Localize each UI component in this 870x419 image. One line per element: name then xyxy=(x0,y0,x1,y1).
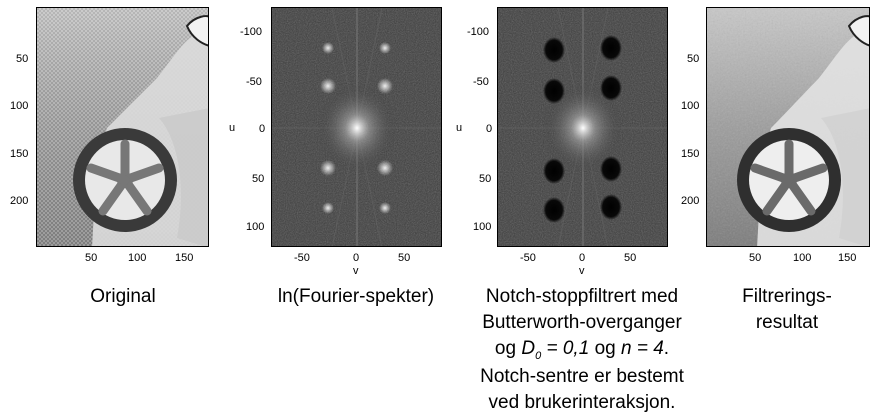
x-tick-label: 100 xyxy=(793,252,812,264)
y-tick-label: 0 xyxy=(259,123,266,135)
caption-filter-result-line-1: Filtrerings- xyxy=(742,286,832,307)
caption-d0-value: = 0,1 xyxy=(546,338,590,359)
original-image xyxy=(36,7,209,247)
car-photo-filtered xyxy=(707,8,869,246)
caption-filter-result-line-2: resultat xyxy=(755,312,819,333)
y-tick-label: 200 xyxy=(10,195,29,207)
caption-notch-line-1: Notch-stoppfiltrert med xyxy=(485,286,679,307)
x-tick-label: -50 xyxy=(294,252,310,264)
x-tick-label: 150 xyxy=(838,252,857,264)
fourier-spectrum-image xyxy=(271,7,442,247)
y-tick-label: 50 xyxy=(687,53,700,65)
caption-notch-line-2: Butterworth-overganger xyxy=(482,312,682,333)
y-tick-label: 150 xyxy=(681,148,700,160)
x-tick-label: 50 xyxy=(85,252,98,264)
y-tick-label: 100 xyxy=(473,221,492,233)
y-tick-label: 50 xyxy=(252,173,265,185)
caption-original: Original xyxy=(90,286,156,307)
y-tick-label: 50 xyxy=(16,53,29,65)
caption-n-value: n = 4 xyxy=(620,338,664,359)
caption-word-og: og xyxy=(594,338,616,359)
caption-symbol-d: D xyxy=(521,338,536,359)
x-tick-label: 50 xyxy=(398,252,411,264)
notch-spectrum-plot xyxy=(498,8,667,246)
x-tick-label: 100 xyxy=(128,252,147,264)
y-tick-label: -50 xyxy=(473,76,489,88)
x-tick-label: 0 xyxy=(579,252,586,264)
y-tick-label: 100 xyxy=(246,221,265,233)
x-tick-label: -50 xyxy=(520,252,536,264)
caption-notch-line-4: Notch-sentre er bestemt xyxy=(480,366,684,387)
y-axis-label: u xyxy=(229,122,236,134)
caption-notch-line-5: ved brukerinteraksjon. xyxy=(488,392,676,413)
caption-period: . xyxy=(663,338,670,359)
x-tick-label: 150 xyxy=(175,252,194,264)
y-tick-label: 50 xyxy=(479,173,492,185)
y-tick-label: -100 xyxy=(240,26,263,38)
filtered-image xyxy=(706,7,870,247)
y-tick-label: 150 xyxy=(10,148,29,160)
caption-fourier: ln(Fourier-spekter) xyxy=(277,286,435,307)
x-tick-label: 50 xyxy=(624,252,637,264)
y-tick-label: 100 xyxy=(10,100,29,112)
car-photo-checkered xyxy=(37,8,208,246)
y-tick-label: 0 xyxy=(486,123,493,135)
y-tick-label: 100 xyxy=(681,100,700,112)
y-tick-label: 200 xyxy=(681,195,700,207)
x-tick-label: 0 xyxy=(353,252,360,264)
caption-notch-line-3: og D0 = 0,1 og n = 4. xyxy=(462,338,702,367)
caption-subscript: 0 xyxy=(535,349,542,362)
notch-filtered-image xyxy=(497,7,668,247)
spectrum-plot xyxy=(272,8,441,246)
x-axis-label: v xyxy=(579,265,585,277)
y-tick-label: -100 xyxy=(467,26,490,38)
caption-word-og: og xyxy=(494,338,517,359)
y-tick-label: -50 xyxy=(246,76,262,88)
x-axis-label: v xyxy=(353,265,359,277)
x-tick-label: 50 xyxy=(749,252,762,264)
y-axis-label: u xyxy=(456,122,463,134)
